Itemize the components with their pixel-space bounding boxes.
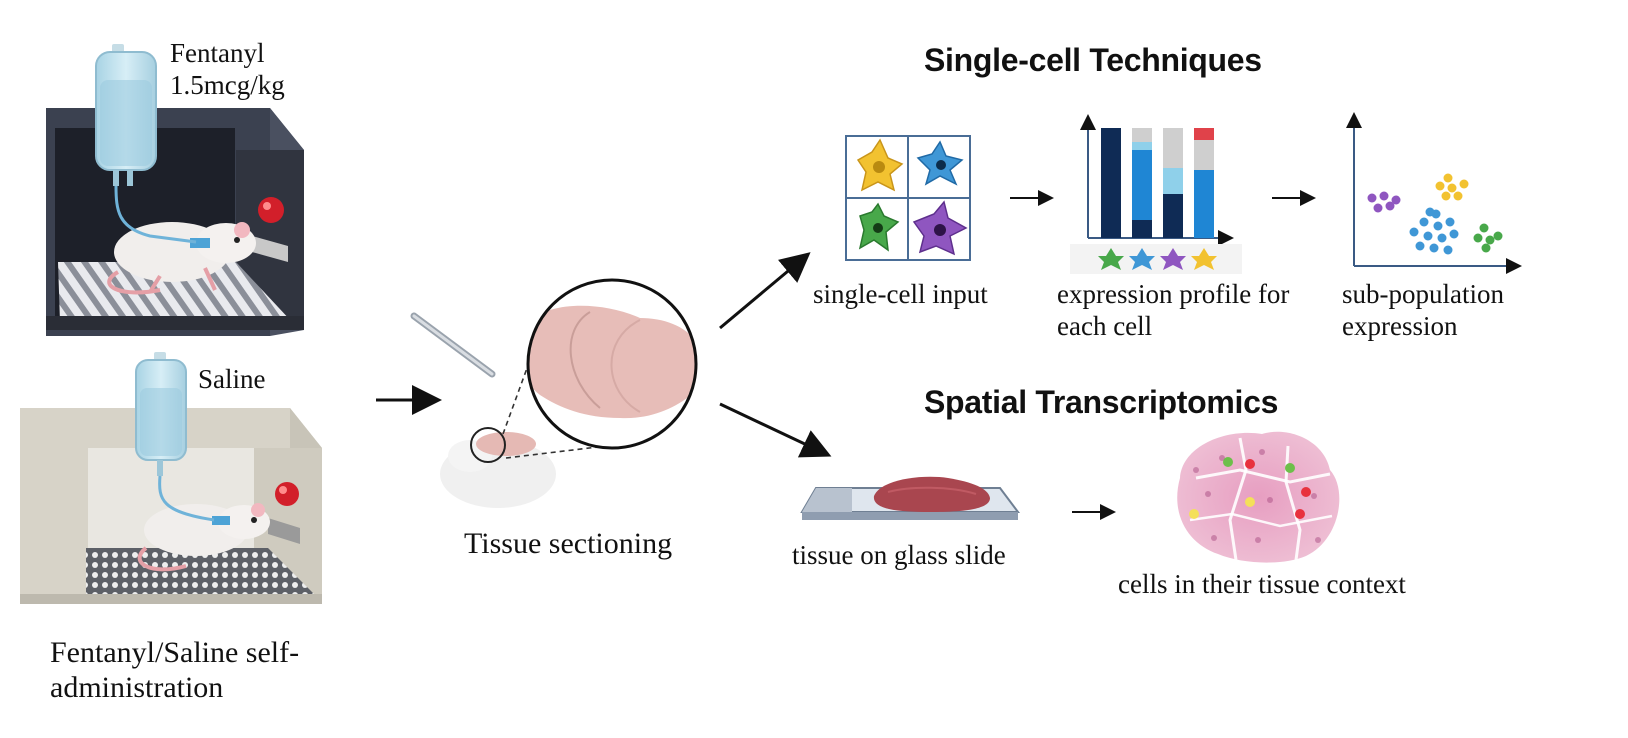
expression-profile-chart [1070,114,1242,274]
subpopulation-label-line2: expression [1342,311,1458,341]
spatial-transcriptomics-heading: Spatial Transcriptomics [924,384,1279,420]
cells-in-context-label: cells in their tissue context [1118,569,1406,599]
cell-icon [856,138,904,192]
cell-icon [858,202,900,252]
fentanyl-dose-label: 1.5mcg/kg [170,70,285,100]
subpopulation-label-line1: sub-population [1342,279,1504,309]
glass-slide-icon [800,476,1020,520]
grate-floor [58,262,292,322]
expression-profile-label-line2: each cell [1057,311,1153,341]
tissue-on-slide-label: tissue on glass slide [792,540,1006,570]
rat-icon [107,222,256,295]
red-light-icon [258,197,284,223]
single-cell-input-grid [845,135,971,261]
self-administration-label-line1: Fentanyl/Saline self- [50,636,300,669]
tissue-section-icon [873,476,990,512]
tissue-sectioning-label: Tissue sectioning [464,527,673,560]
lever-icon [268,518,300,544]
lever-icon [252,236,288,262]
cell-icon [916,140,964,186]
expression-profile-label-line1: expression profile for [1057,279,1290,309]
single-cell-techniques-heading: Single-cell Techniques [924,42,1262,78]
self-administration-label-line2: administration [50,671,224,704]
cell-icon [912,200,968,256]
fentanyl-chamber [46,108,304,336]
subpopulation-scatter [1346,112,1522,274]
scalpel-icon [410,312,496,378]
iv-bag-icon [95,44,197,244]
arrow-icon [719,252,811,330]
saline-label: Saline [198,364,266,394]
iv-bag-icon [135,352,215,522]
magnifier-circle-icon [526,278,698,450]
tissue-context-image [1177,431,1340,563]
red-light-icon [275,482,299,506]
fentanyl-label: Fentanyl [170,38,265,68]
rat-icon [137,503,270,572]
arrow-icon [719,402,832,458]
brain-icon [528,305,696,419]
mouse-icon [440,427,556,508]
single-cell-input-label: single-cell input [813,279,988,309]
